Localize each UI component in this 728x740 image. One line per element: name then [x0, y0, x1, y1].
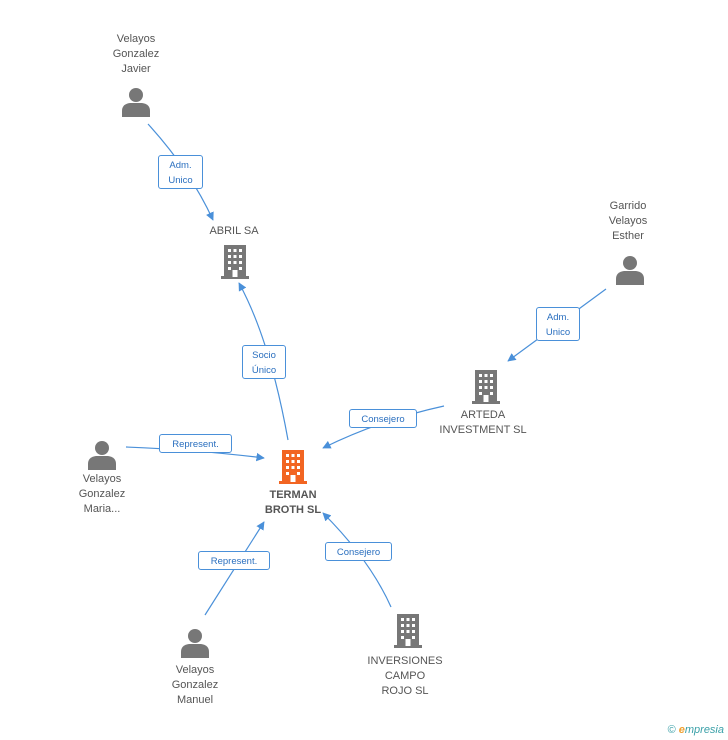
- relation-label-consejero[interactable]: Consejero: [325, 542, 392, 561]
- person-icon: [122, 88, 150, 117]
- node-label: Velayos Gonzalez Javier: [112, 33, 160, 75]
- copyright-icon: ©: [667, 724, 676, 736]
- node-velayos-gonzalez-javier[interactable]: Velayos Gonzalez Javier: [94, 32, 178, 122]
- building-icon: [394, 614, 422, 648]
- node-label: Garrido Velayos Esther: [608, 200, 648, 242]
- relation-label-consejero[interactable]: Consejero: [349, 409, 417, 428]
- brand-name: mpresia: [684, 724, 724, 736]
- node-label: TERMAN BROTH SL: [264, 489, 322, 516]
- brand-footer[interactable]: ©empresia: [668, 724, 724, 736]
- person-icon: [88, 441, 116, 470]
- building-icon: [279, 450, 307, 484]
- node-label: ABRIL SA: [209, 225, 259, 237]
- node-velayos-gonzalez-maria[interactable]: Velayos Gonzalez Maria...: [60, 438, 144, 522]
- node-label: ARTEDA INVESTMENT SL: [439, 409, 527, 436]
- relation-label-represent[interactable]: Represent.: [198, 551, 270, 570]
- node-garrido-velayos-esther[interactable]: Garrido Velayos Esther: [586, 199, 670, 289]
- relation-label-socio-unico[interactable]: Socio Único: [242, 345, 286, 379]
- building-icon: [472, 370, 500, 404]
- brand-initial: e: [678, 724, 685, 736]
- person-icon: [181, 629, 209, 658]
- building-icon: [221, 245, 249, 279]
- person-icon: [616, 256, 644, 285]
- node-terman-broth-sl[interactable]: TERMAN BROTH SL: [250, 450, 336, 520]
- node-label: Velayos Gonzalez Manuel: [171, 664, 219, 706]
- relation-label-adm-unico[interactable]: Adm. Unico: [536, 307, 580, 341]
- node-label: INVERSIONES CAMPO ROJO SL: [367, 655, 443, 697]
- relation-label-adm-unico[interactable]: Adm. Unico: [158, 155, 203, 189]
- node-label: Velayos Gonzalez Maria...: [78, 473, 126, 515]
- node-velayos-gonzalez-manuel[interactable]: Velayos Gonzalez Manuel: [153, 628, 237, 712]
- relation-label-represent[interactable]: Represent.: [159, 434, 232, 453]
- node-inversiones-campo-rojo-sl[interactable]: INVERSIONES CAMPO ROJO SL: [355, 614, 455, 704]
- node-abril-sa[interactable]: ABRIL SA: [186, 224, 282, 282]
- node-arteda-investment-sl[interactable]: ARTEDA INVESTMENT SL: [428, 368, 538, 440]
